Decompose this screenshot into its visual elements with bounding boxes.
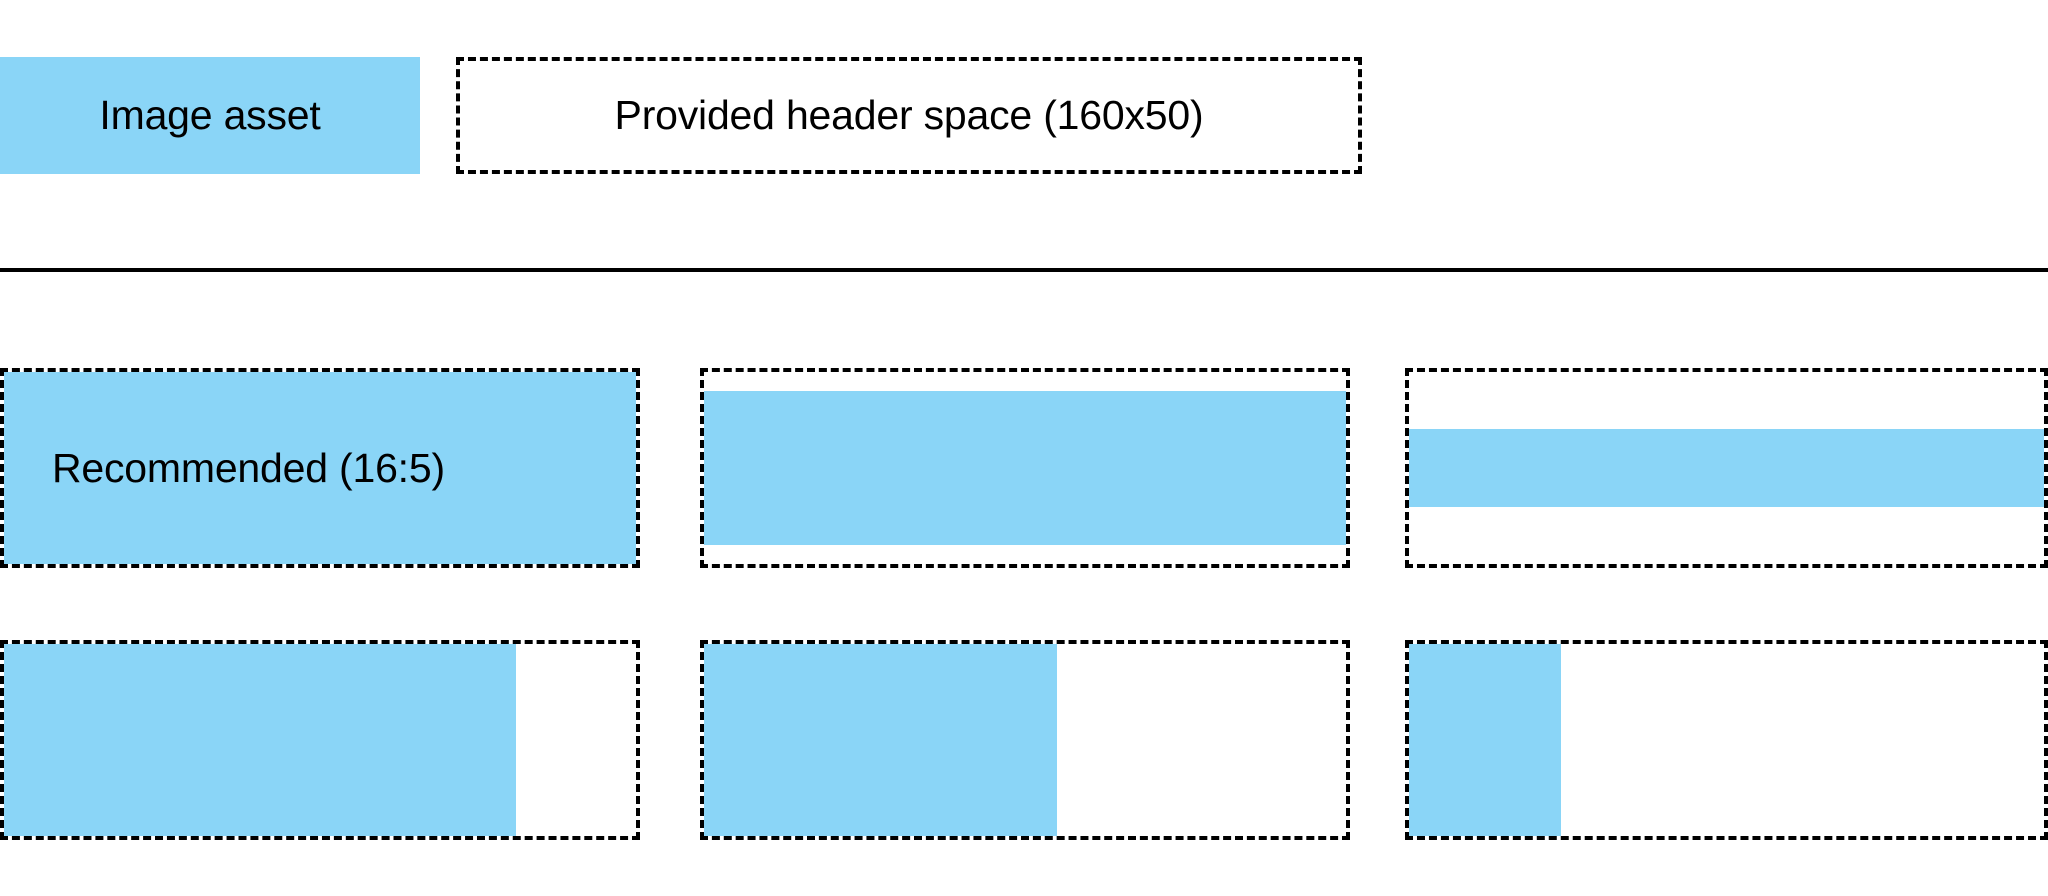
grid-row-wide: Recommended (16:5): [0, 368, 2048, 568]
fill-1-0: [4, 644, 516, 836]
slot-1-0: [0, 640, 640, 840]
fill-0-0: Recommended (16:5): [4, 372, 636, 564]
fill-1-1: [704, 644, 1058, 836]
fill-0-1: [704, 391, 1346, 545]
slot-inner-1-1: [704, 644, 1346, 836]
slot-inner-0-0: Recommended (16:5): [4, 372, 636, 564]
image-asset-swatch: Image asset: [0, 57, 420, 174]
fill-label-0-0: Recommended (16:5): [52, 444, 445, 491]
grid-row-narrow: [0, 640, 2048, 840]
slot-inner-0-2: [1409, 372, 2044, 564]
fill-1-2: [1409, 644, 1562, 836]
slot-1-2: [1405, 640, 2048, 840]
header-row: Image asset Provided header space (160x5…: [0, 57, 2048, 174]
slot-0-0: Recommended (16:5): [0, 368, 640, 568]
provided-header-space-label: Provided header space (160x50): [614, 92, 1204, 138]
slot-0-2: [1405, 368, 2048, 568]
provided-header-space-box: Provided header space (160x50): [456, 57, 1362, 174]
slot-1-1: [700, 640, 1350, 840]
slot-0-1: [700, 368, 1350, 568]
section-divider: [0, 268, 2048, 272]
slot-inner-0-1: [704, 372, 1346, 564]
image-asset-label: Image asset: [99, 92, 321, 138]
fill-0-2: [1409, 428, 2044, 508]
slot-inner-1-2: [1409, 644, 2044, 836]
slot-inner-1-0: [4, 644, 636, 836]
